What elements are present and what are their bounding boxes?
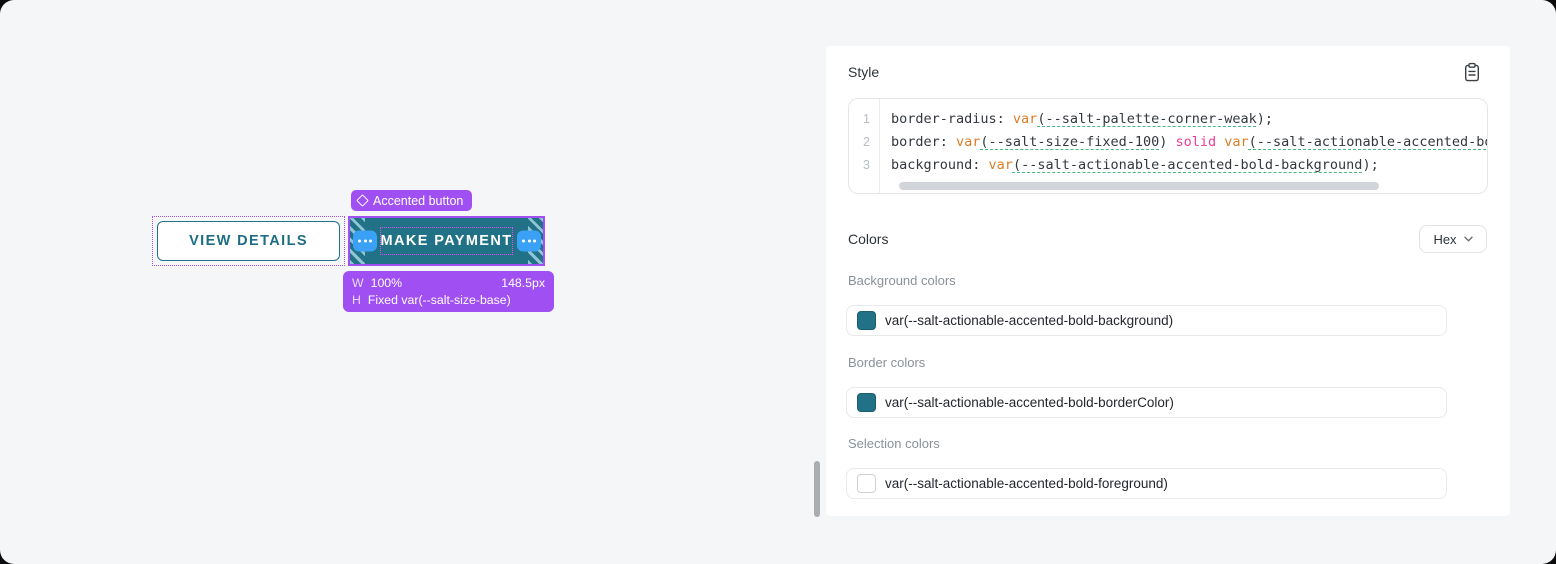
color-format-value: Hex <box>1433 231 1457 247</box>
style-section-title: Style <box>848 64 880 80</box>
height-value: Fixed var(--salt-size-base) <box>367 292 511 307</box>
line-number: 3 <box>863 158 870 172</box>
size-tooltip: W 100% 148.5px H Fixed var(--salt-size-b… <box>343 271 554 312</box>
line-number-gutter: 1 2 3 <box>849 99 880 193</box>
selection-colors-label: Selection colors <box>848 436 940 451</box>
height-label: H <box>352 292 361 307</box>
code-line-3: background: var(--salt-actionable-accent… <box>891 157 1379 173</box>
width-label: W <box>352 276 364 290</box>
color-swatch <box>857 393 876 412</box>
component-diamond-icon <box>356 194 369 207</box>
color-swatch <box>857 311 876 330</box>
make-payment-label: MAKE PAYMENT <box>380 233 513 249</box>
inspect-panel: Style 1 2 3 border-radius: var(--salt-pa… <box>826 46 1510 516</box>
background-color-row[interactable]: var(--salt-actionable-accented-bold-back… <box>846 305 1447 336</box>
page-vertical-scrollbar[interactable] <box>814 461 820 517</box>
code-lines: border-radius: var(--salt-palette-corner… <box>881 99 1487 179</box>
chevron-down-icon <box>1463 236 1473 242</box>
border-colors-label: Border colors <box>848 355 926 370</box>
width-pixels: 148.5px <box>501 276 545 290</box>
view-details-selection-outline: VIEW DETAILS <box>152 216 345 266</box>
code-horizontal-scrollbar[interactable] <box>881 182 1483 190</box>
component-badge[interactable]: Accented button <box>351 190 473 211</box>
border-color-row[interactable]: var(--salt-actionable-accented-bold-bord… <box>846 387 1447 418</box>
line-number: 1 <box>863 112 870 126</box>
style-code-block[interactable]: 1 2 3 border-radius: var(--salt-palette-… <box>848 98 1488 194</box>
text-selection-outline: MAKE PAYMENT <box>380 227 513 255</box>
color-token-value: var(--salt-actionable-accented-bold-fore… <box>885 476 1168 491</box>
make-payment-button[interactable]: MAKE PAYMENT <box>348 216 545 266</box>
color-token-value: var(--salt-actionable-accented-bold-back… <box>885 313 1174 328</box>
color-swatch <box>857 474 876 493</box>
view-details-button[interactable]: VIEW DETAILS <box>157 221 340 261</box>
code-line-2: border: var(--salt-size-fixed-100) solid… <box>891 134 1487 150</box>
code-line-1: border-radius: var(--salt-palette-corner… <box>891 111 1274 127</box>
line-number: 2 <box>863 135 870 149</box>
background-colors-label: Background colors <box>848 273 956 288</box>
spacing-handle-left-icon[interactable] <box>353 230 377 252</box>
selection-color-row[interactable]: var(--salt-actionable-accented-bold-fore… <box>846 468 1447 499</box>
colors-section-title: Colors <box>848 231 889 247</box>
height-row: H Fixed var(--salt-size-base) <box>352 292 545 309</box>
spacing-handle-right-icon[interactable] <box>517 230 541 252</box>
width-row: W 100% 148.5px <box>352 275 545 292</box>
color-format-dropdown[interactable]: Hex <box>1419 225 1487 253</box>
horizontal-scrollbar-thumb[interactable] <box>899 182 1379 190</box>
width-value: 100% <box>370 276 403 290</box>
color-token-value: var(--salt-actionable-accented-bold-bord… <box>885 395 1174 410</box>
copy-code-icon[interactable] <box>1458 58 1486 86</box>
component-badge-label: Accented button <box>373 193 464 208</box>
